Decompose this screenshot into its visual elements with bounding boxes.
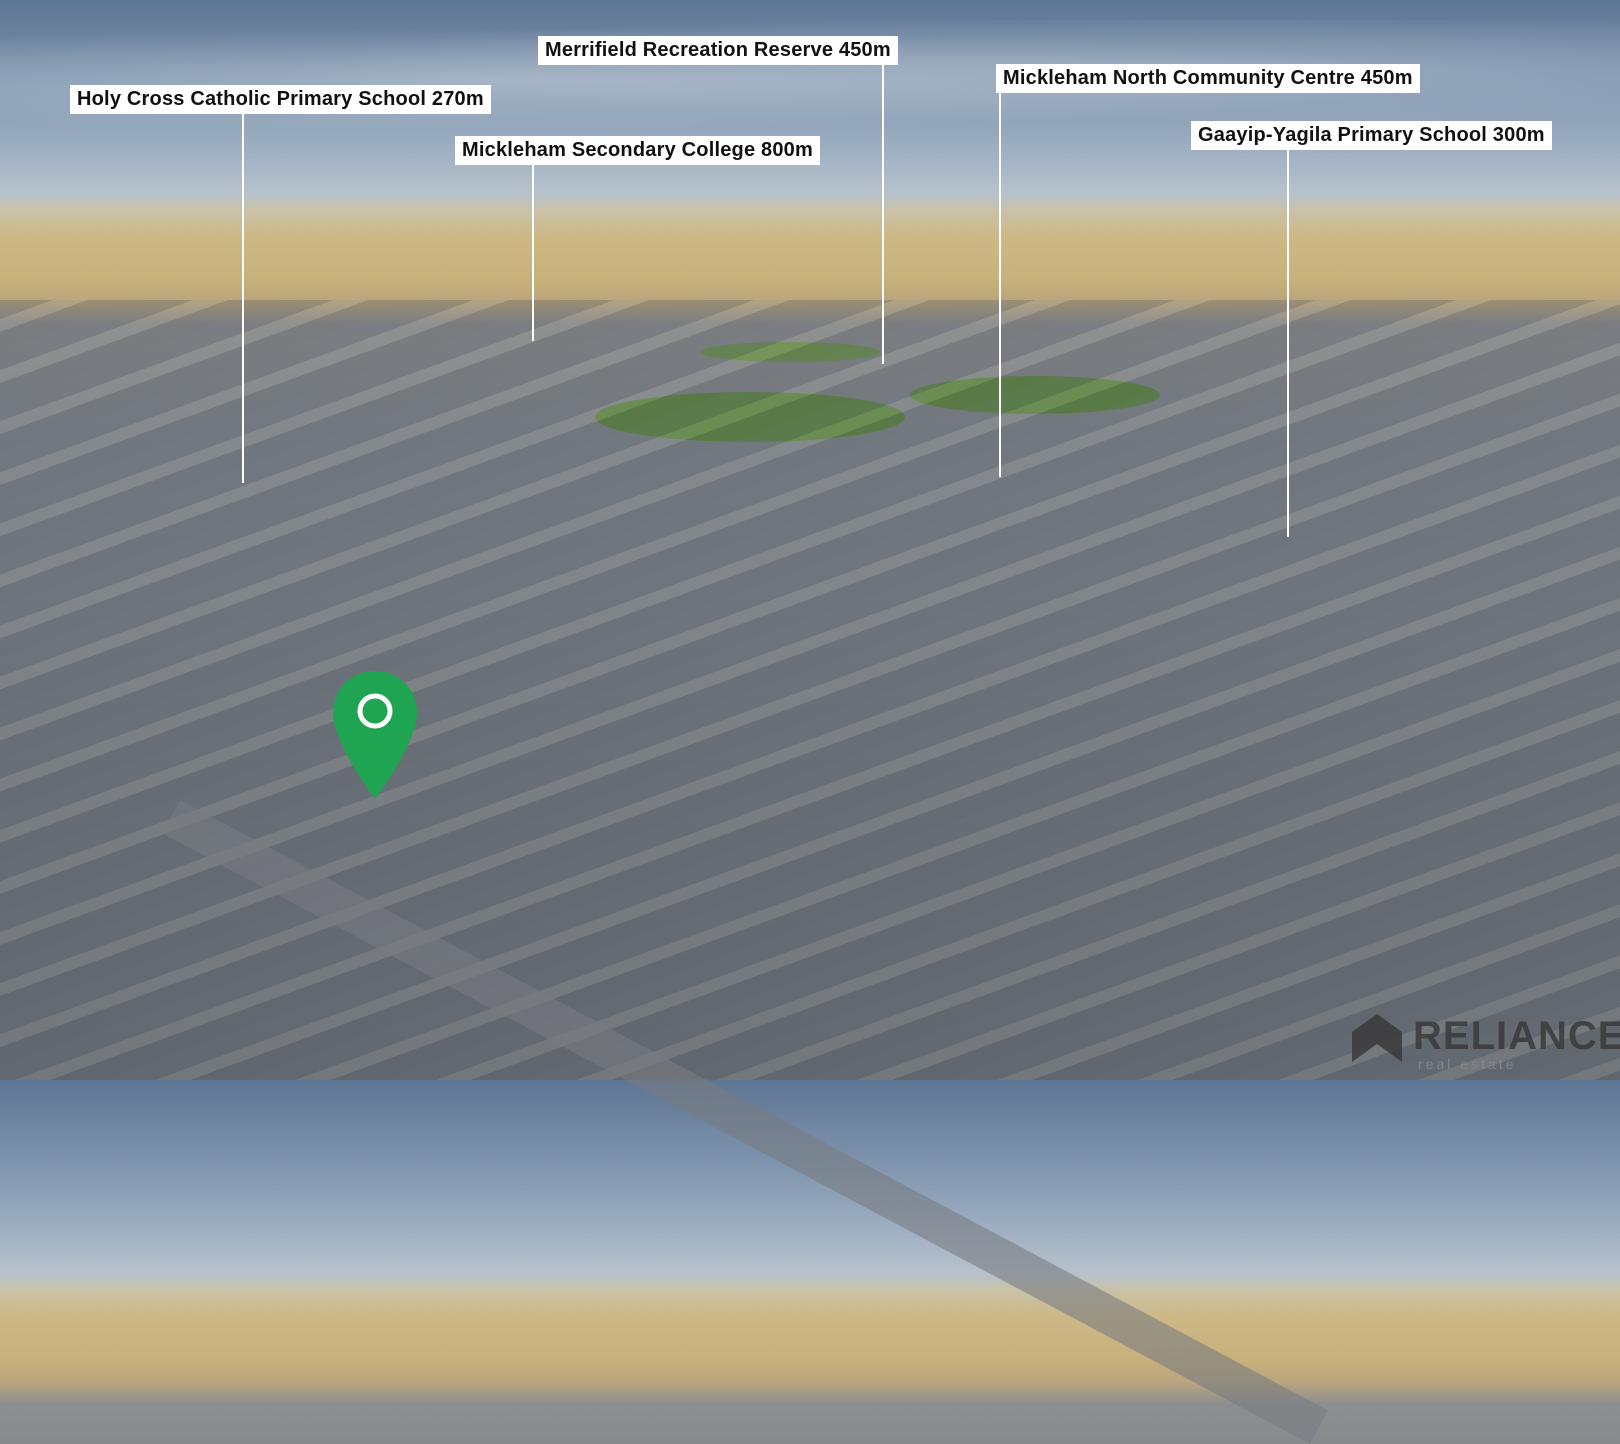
sports-oval <box>595 392 905 442</box>
location-pin-icon <box>333 671 417 799</box>
pointer-line <box>242 114 244 483</box>
pointer-line <box>999 93 1001 477</box>
logo-name: RELIANCE <box>1413 1014 1620 1058</box>
sports-oval <box>700 342 880 362</box>
logo-mark-icon <box>1352 1014 1402 1062</box>
label-holy-cross: Holy Cross Catholic Primary School 270m <box>70 85 491 114</box>
pointer-line <box>882 65 884 364</box>
reliance-logo: RELIANCE real estate <box>1348 1012 1620 1072</box>
pointer-line <box>1287 150 1289 537</box>
pointer-line <box>532 165 534 341</box>
label-merrifield-reserve: Merrifield Recreation Reserve 450m <box>538 36 898 65</box>
logo-tagline: real estate <box>1418 1056 1517 1072</box>
label-gaayip-yagila: Gaayip-Yagila Primary School 300m <box>1191 121 1552 150</box>
label-community-centre: Mickleham North Community Centre 450m <box>996 64 1420 93</box>
sports-oval <box>910 376 1160 414</box>
label-mickleham-secondary: Mickleham Secondary College 800m <box>455 136 820 165</box>
road <box>162 800 1328 1444</box>
